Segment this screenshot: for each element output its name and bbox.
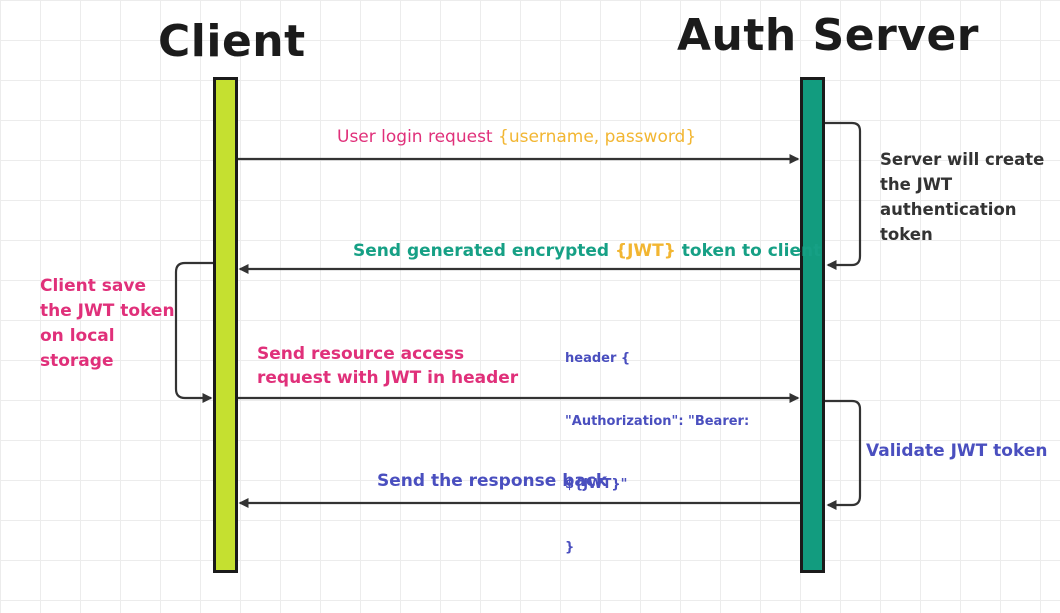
send-token-text-end: token to client — [675, 241, 822, 261]
response-label: Send the response back — [377, 471, 608, 491]
login-request-params: {username, password} — [498, 127, 697, 147]
login-request-label: User login request {username, password} — [337, 126, 696, 148]
client-lifeline — [213, 77, 238, 573]
code-line: "Authorization": "Bearer: — [565, 414, 750, 429]
save-token-loop-arrow — [174, 261, 213, 403]
client-title: Client — [158, 16, 306, 67]
validate-token-label: Validate JWT token — [866, 441, 1048, 461]
send-token-label: Send generated encrypted {JWT} token to … — [353, 240, 821, 262]
code-line: ${JWT}" — [565, 477, 628, 492]
code-line: } — [565, 540, 575, 555]
create-token-loop-arrow — [825, 121, 862, 270]
client-save-token-note: Client save the JWT token on local stora… — [40, 276, 175, 371]
login-request-text: User login request — [337, 127, 498, 147]
authorization-header-code: header { "Authorization": "Bearer: ${JWT… — [565, 306, 749, 600]
send-token-param: {JWT} — [614, 241, 676, 261]
auth-server-lifeline — [800, 77, 825, 573]
validate-token-loop-arrow — [825, 399, 862, 510]
code-line: header { — [565, 351, 631, 366]
server-create-token-note: Server will create the JWT authenticatio… — [880, 150, 1045, 244]
resource-request-label: Send resource access request with JWT in… — [257, 344, 519, 388]
send-token-text: Send generated encrypted — [353, 241, 615, 261]
auth-server-title: Auth Server — [677, 10, 980, 61]
